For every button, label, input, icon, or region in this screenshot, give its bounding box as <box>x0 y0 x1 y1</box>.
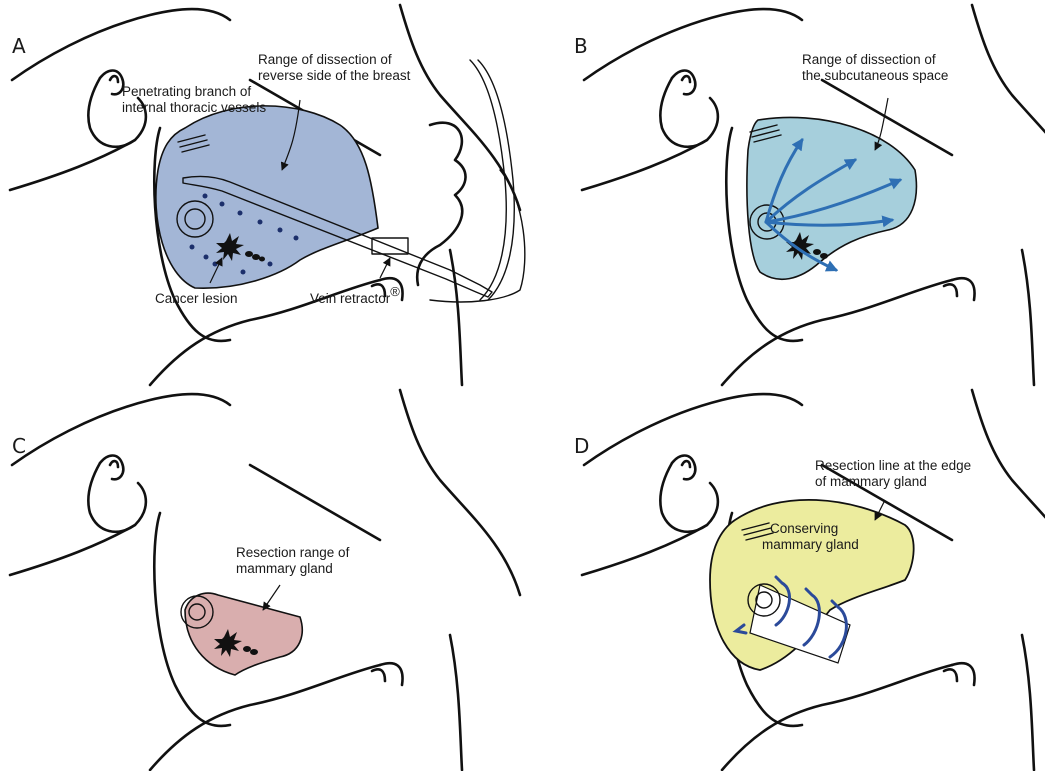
panel-letter-a: A <box>12 34 26 58</box>
label-conserve-line1-d: Conserving <box>770 521 838 536</box>
label-resection-line1-c: Resection range of <box>236 545 350 560</box>
label-range-line2-b: the subcutaneous space <box>802 68 948 83</box>
panel-letter-d: D <box>574 434 589 458</box>
panel-letter-b: B <box>574 34 588 58</box>
label-edge-line2-d: of mammary gland <box>815 474 927 489</box>
label-branch-line1-a: Penetrating branch of <box>122 84 251 99</box>
label-edge-line1-d: Resection line at the edge <box>815 458 971 473</box>
label-range-line2-a: reverse side of the breast <box>258 68 411 83</box>
label-cancer-lesion-a: Cancer lesion <box>155 291 238 306</box>
panel-b: B Range of dissection of the subcutaneou… <box>574 5 1045 385</box>
panel-letter-c: C <box>12 434 26 458</box>
label-branch-line2-a: internal thoracic vessels <box>122 100 266 115</box>
head-profile-a <box>417 123 465 285</box>
tube-a <box>470 60 506 300</box>
label-range-line1-b: Range of dissection of <box>802 52 936 67</box>
panel-a: A Range of dissecti <box>10 5 525 385</box>
torso-outline-c <box>10 390 520 770</box>
label-resection-line2-c: mammary gland <box>236 561 333 576</box>
label-conserve-line2-d: mammary gland <box>762 537 859 552</box>
panel-c: C Resection range of mammary gland <box>10 390 520 770</box>
panel-d: D Resection line at the edge of mammary … <box>574 390 1045 770</box>
label-range-line1-a: Range of dissection of <box>258 52 392 67</box>
